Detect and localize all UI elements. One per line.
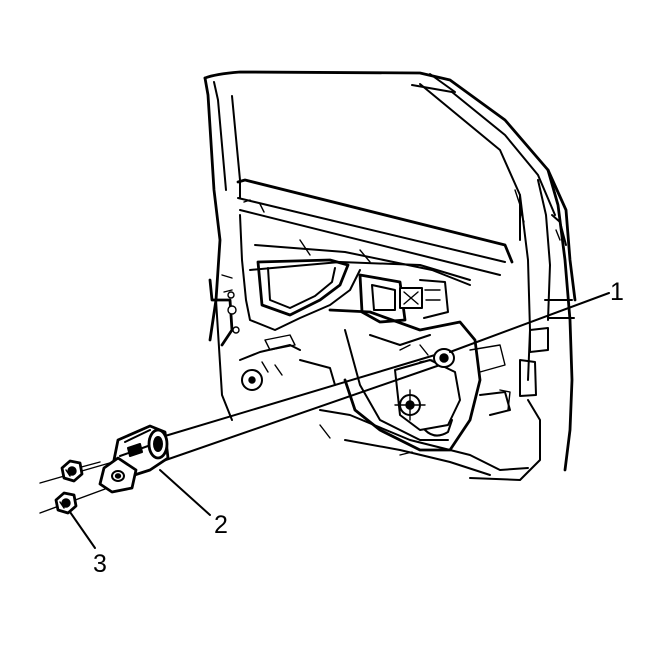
callout-2: 2 <box>214 511 228 539</box>
nut-lower <box>54 491 78 515</box>
door-frame <box>203 70 577 481</box>
inner-door-panel <box>239 214 529 476</box>
mounting-stud <box>419 348 455 368</box>
callout-leaders <box>69 292 610 549</box>
nut-upper <box>60 459 84 483</box>
window-regulator-motor <box>98 424 170 494</box>
callout-3: 3 <box>93 550 107 578</box>
callout-1: 1 <box>610 278 624 306</box>
